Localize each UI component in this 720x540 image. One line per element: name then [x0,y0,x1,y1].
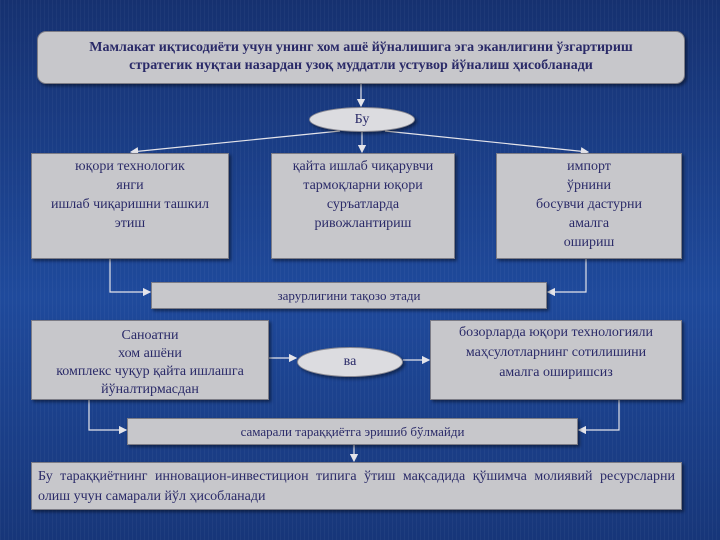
arrow-right-to-summary-2 [577,400,620,435]
arrow-branch-1-to-summary [109,259,152,297]
summary-1-text: зарурлигини тақозо этади [277,288,421,303]
left-box-line-4: йўналтирмасдан [101,382,199,397]
branch-box-high-tech: юқори технологик янги ишлаб чиқаришни та… [31,153,229,259]
summary-bar-2: самарали тараққиётга эришиб бўлмайди [127,418,578,445]
branch-3-line-2: ўрнини [567,178,611,193]
branch-3-line-1: импорт [567,159,611,174]
branch-3-line-4: амалга [568,216,610,231]
branch-box-import-substitution: импорт ўрнини босувчи дастурни амалга ош… [496,153,682,259]
branch-3-line-5: ошириш [563,235,615,250]
connector-bu-text: Бу [354,112,370,127]
arrow-branch-3-to-summary [546,259,587,297]
branch-box-processing: қайта ишлаб чиқарувчи тармоқларни юқори … [271,153,455,259]
branch-1-line-4: этиш [114,216,146,231]
branch-2-line-3: суръатларда [326,197,400,212]
title-box: Мамлакат иқтисодиёти учун унинг хом ашё … [37,31,685,84]
left-box-industry: Саноатни хом ашёни комплекс чуқур қайта … [31,320,269,400]
branch-1-line-1: юқори технологик [75,159,185,174]
left-box-line-3: комплекс чуқур қайта ишлашга [56,364,244,379]
summary-2-text: самарали тараққиётга эришиб бўлмайди [240,424,465,439]
summary-bar-1: зарурлигини тақозо этади [151,282,547,309]
branch-1-line-3: ишлаб чиқаришни ташкил [51,197,209,212]
conclusion-text: Бу тараққиётнинг инновацион-инвестицион … [38,469,675,504]
right-box-line-3: амалга оширишсиз [499,365,613,380]
connector-va-text: ва [343,354,357,369]
arrow-bu-to-branch-1 [129,130,341,156]
right-box-line-1: бозорларда юқори технологияли [458,325,654,340]
branch-2-line-1: қайта ишлаб чиқарувчи [292,159,434,174]
arrow-bu-to-branch-3 [384,130,590,156]
left-box-line-1: Саноатни [121,328,179,343]
title-text: Мамлакат иқтисодиёти учун унинг хом ашё … [89,40,633,73]
left-box-line-2: хом ашёни [118,346,182,361]
branch-2-line-4: ривожлантириш [314,216,412,231]
right-box-markets: бозорларда юқори технологияли маҳсулотла… [430,320,682,400]
connector-oval-bu: Бу [309,107,415,132]
connector-oval-va: ва [297,347,403,377]
conclusion-box: Бу тараққиётнинг инновацион-инвестицион … [31,462,682,510]
arrow-left-to-summary-2 [88,400,128,435]
branch-2-line-2: тармоқларни юқори [303,178,423,193]
branch-3-line-3: босувчи дастурни [535,197,643,212]
branch-1-line-2: янги [116,178,144,193]
right-box-line-2: маҳсулотларнинг сотилишини [465,345,647,360]
